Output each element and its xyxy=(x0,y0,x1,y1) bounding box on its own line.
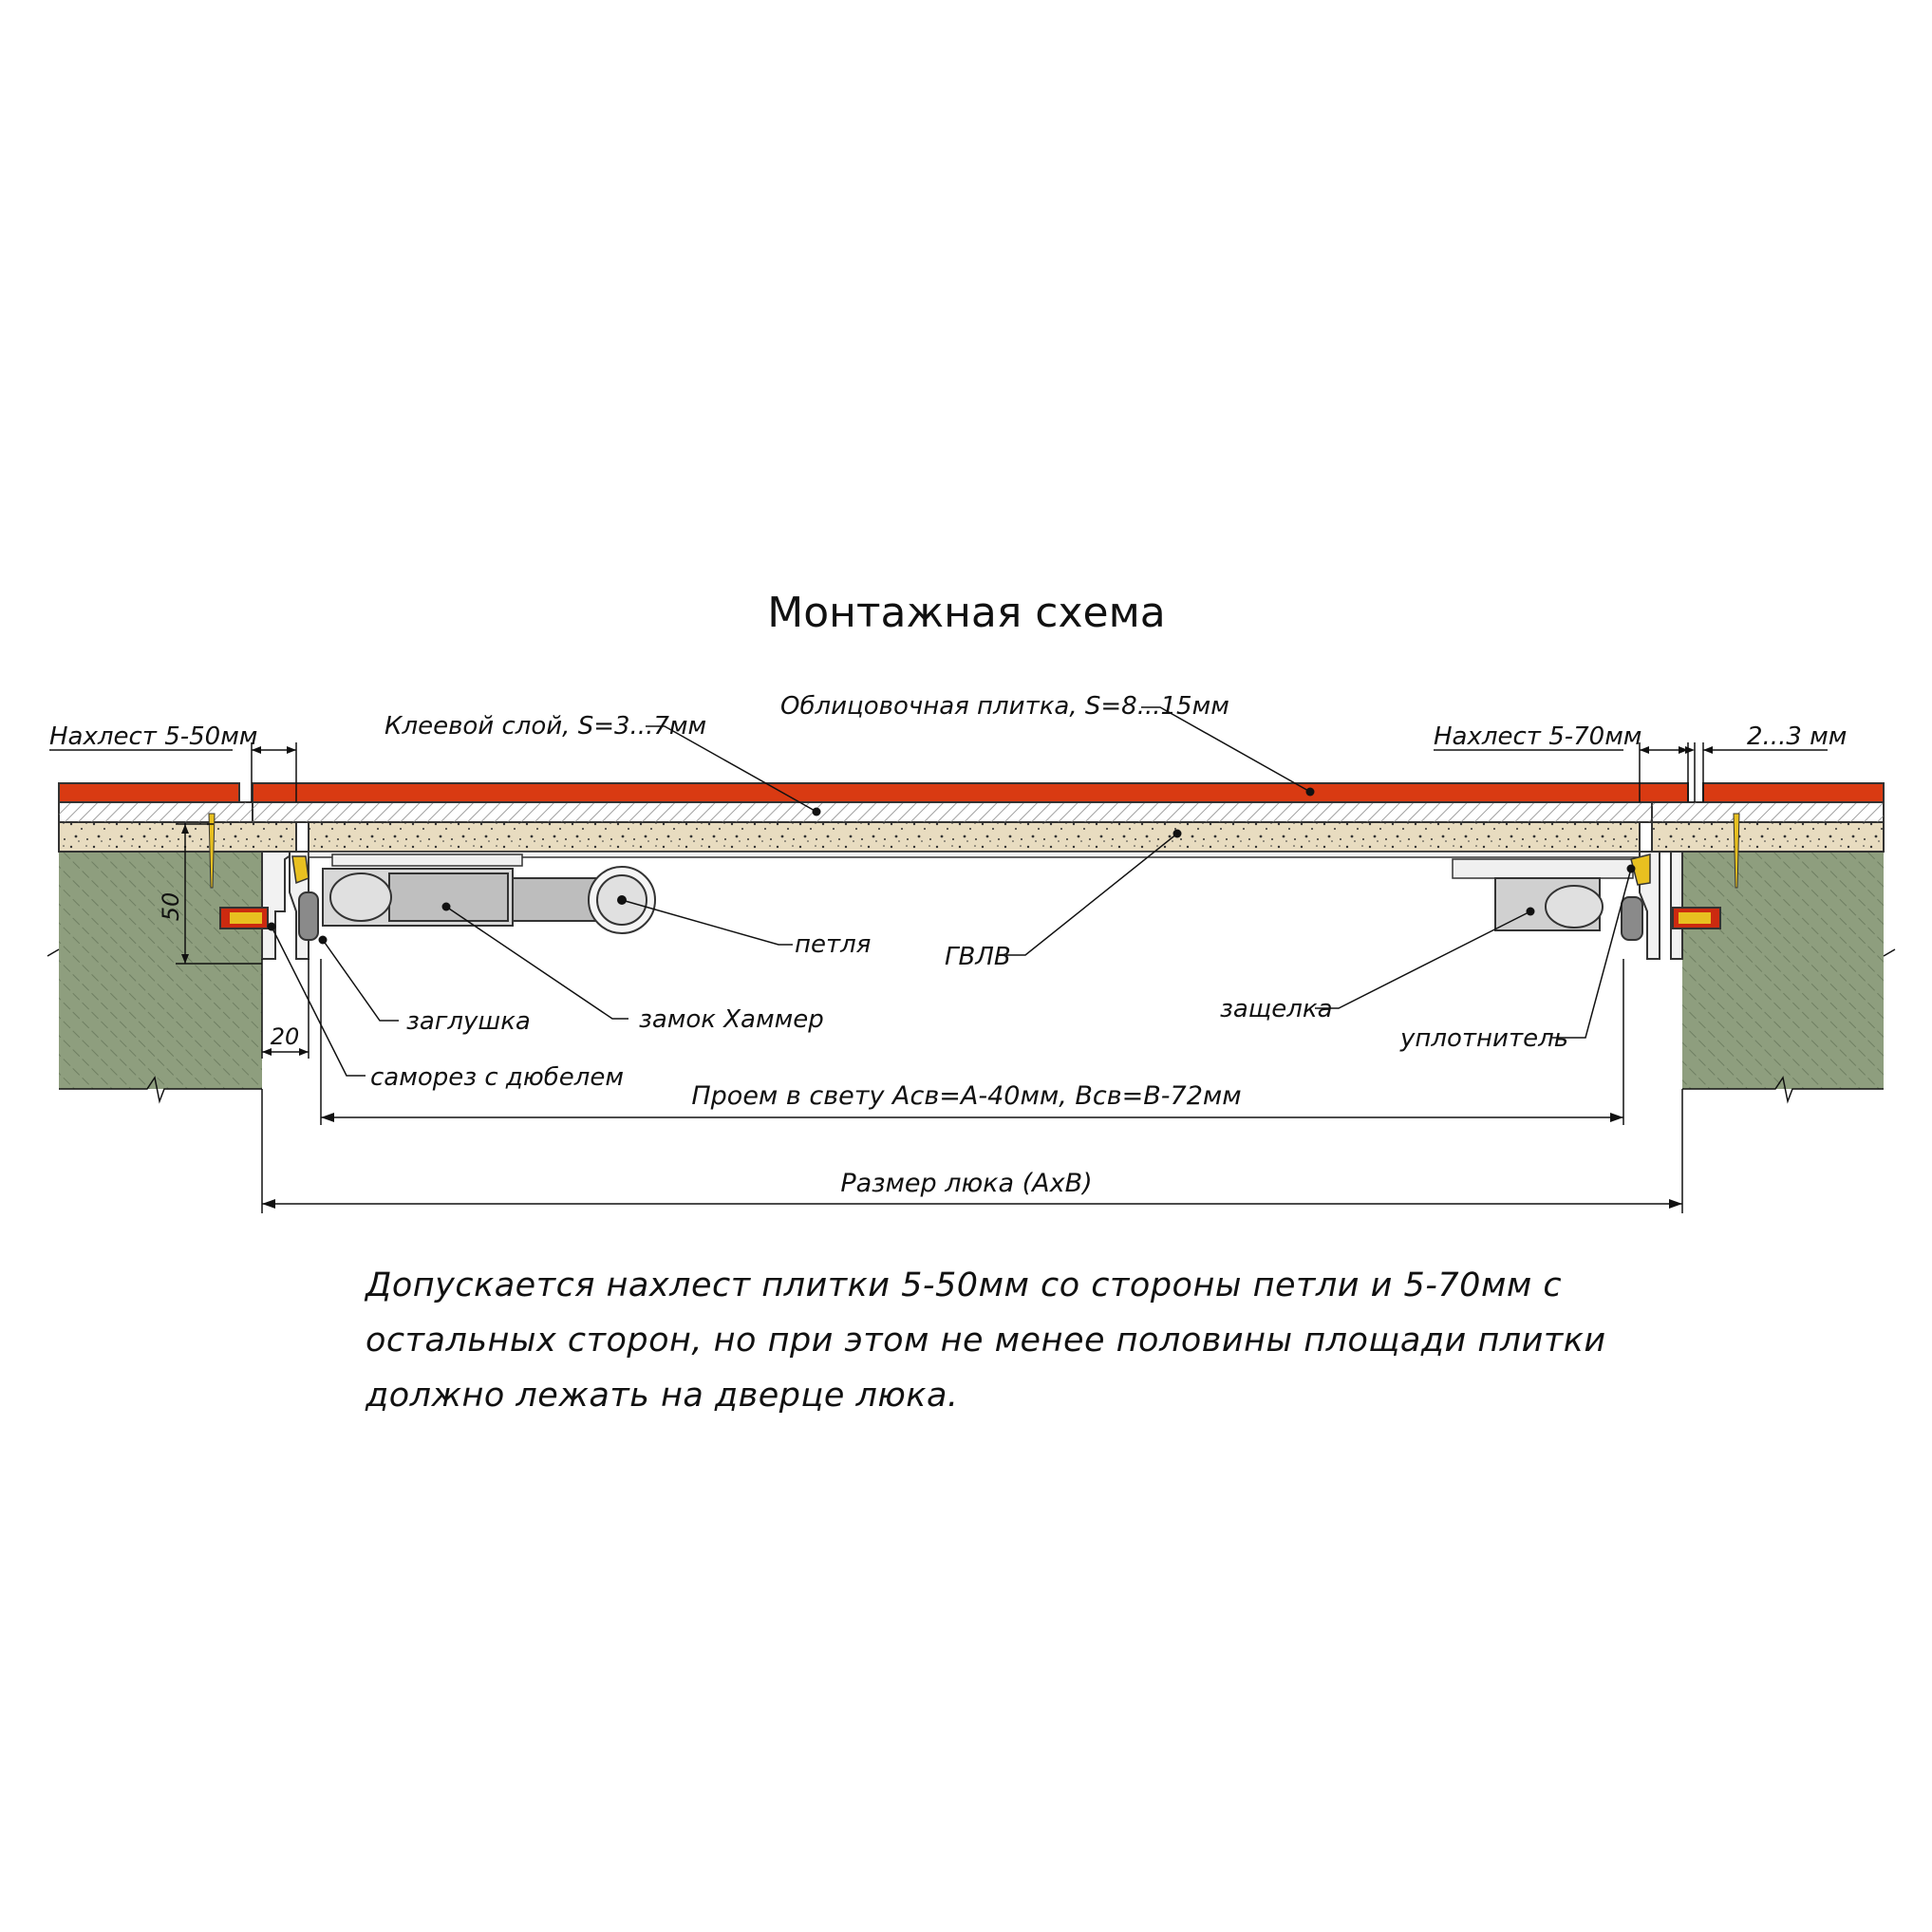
right-wall xyxy=(1682,852,1896,1104)
left-wall xyxy=(47,852,262,1104)
dim-20-text: 20 xyxy=(271,1023,300,1050)
clear-opening-text: Проем в свету Асв=А-40мм, Всв=В-72мм xyxy=(691,1081,1241,1111)
left-screw-dowel xyxy=(208,813,269,929)
label-tile: Облицовочная плитка, S=8...15мм xyxy=(780,692,1315,797)
latch-text: защелка xyxy=(1220,995,1333,1023)
latch xyxy=(1452,858,1634,931)
callout-plug: заглушка xyxy=(318,935,531,1036)
gvlv-right xyxy=(1651,821,1885,853)
dimension-hatch-size: Размер люка (АхВ) xyxy=(261,1089,1683,1213)
overlap-right-text: Нахлест 5-70мм xyxy=(1434,722,1641,751)
dim-50-text: 50 xyxy=(158,892,184,922)
left-frame-profile xyxy=(261,851,319,960)
gap-text: 2...3 мм xyxy=(1747,722,1847,751)
callout-lock: замок Хаммер xyxy=(441,902,824,1034)
hinge-text: петля xyxy=(795,930,871,959)
gvlv-center xyxy=(308,821,1641,853)
diagram-title: Монтажная схема xyxy=(767,589,1166,637)
callout-screw: саморез с дюбелем xyxy=(267,922,624,1092)
hatch-size-text: Размер люка (АхВ) xyxy=(840,1169,1092,1198)
gvlv-left xyxy=(58,821,297,853)
tile-right xyxy=(1702,782,1885,803)
lock-hammer xyxy=(322,853,618,927)
dimension-clear-opening: Проем в свету Асв=А-40мм, Всв=В-72мм xyxy=(320,959,1624,1125)
screw-text: саморез с дюбелем xyxy=(370,1063,624,1092)
plug-text: заглушка xyxy=(406,1007,531,1036)
callout-hinge: петля xyxy=(617,895,871,959)
gvlv-text: ГВЛВ xyxy=(945,943,1011,971)
dimension-20: 20 xyxy=(261,959,309,1059)
callout-gvlv: ГВЛВ xyxy=(945,829,1182,971)
right-frame-profile xyxy=(1621,851,1683,960)
lock-text: замок Хаммер xyxy=(639,1005,824,1034)
dimension-50: 50 xyxy=(158,823,262,965)
tile-text: Облицовочная плитка, S=8...15мм xyxy=(780,692,1229,721)
label-overlap-left: Нахлест 5-50мм xyxy=(49,722,297,802)
right-screw-dowel xyxy=(1672,813,1740,929)
seal-text: уплотнитель xyxy=(1399,1024,1568,1053)
callout-latch: защелка xyxy=(1220,907,1535,1023)
tile-left xyxy=(58,782,240,803)
overlap-left-text: Нахлест 5-50мм xyxy=(49,722,257,751)
callout-seal: уплотнитель xyxy=(1399,864,1636,1053)
label-gap: 2...3 мм xyxy=(1685,722,1847,802)
installation-note: Допускается нахлест плитки 5-50мм со сто… xyxy=(366,1266,1606,1415)
label-adhesive: Клеевой слой, S=3...7мм xyxy=(385,712,821,816)
tile-door xyxy=(252,782,1689,803)
